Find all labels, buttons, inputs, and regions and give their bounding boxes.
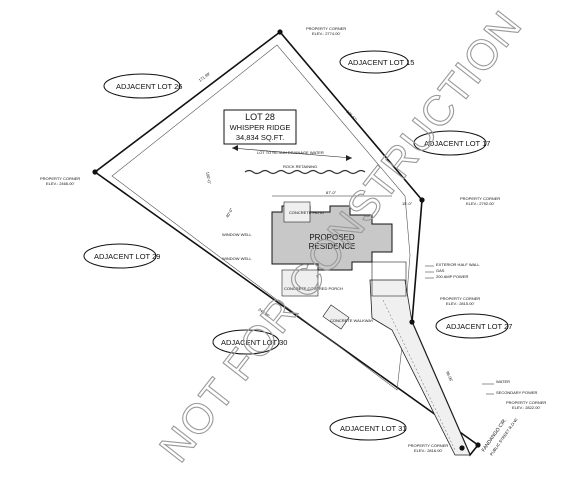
lot-area: 34,834 SQ.FT. xyxy=(236,133,284,142)
dim-ne: 138.67' xyxy=(345,109,358,122)
water-note: WATER xyxy=(496,379,510,384)
svg-text:ADJACENT LOT 29: ADJACENT LOT 29 xyxy=(94,252,160,261)
rock-retaining-line xyxy=(244,169,366,175)
svg-text:ADJACENT LOT 31: ADJACENT LOT 31 xyxy=(340,424,406,433)
corner-east-dot xyxy=(419,197,425,203)
lot-title-box xyxy=(223,109,297,145)
window-well-2: WINDOW WELL xyxy=(222,256,252,261)
porch-note: CONCRETE COVERED PORCH xyxy=(284,286,343,291)
adjacent-lot-17: ADJACENT LOT 17 xyxy=(413,130,490,156)
lot-title: LOT 28 xyxy=(245,112,275,122)
corner-west-dot xyxy=(92,169,98,175)
corner-north-elev: ELEV.: 2774.00' xyxy=(312,31,341,36)
adjacent-lot-15: ADJACENT LOT 15 xyxy=(339,50,414,74)
drainage-arrow xyxy=(231,147,353,159)
walkway-note: CONCRETE WALKWAY xyxy=(330,318,374,323)
dim-house-width: 87'-0" xyxy=(326,190,337,195)
patio-note: CONCRETE PATIO xyxy=(289,210,324,215)
svg-text:ADJACENT LOT 30: ADJACENT LOT 30 xyxy=(221,338,287,347)
corner-west-label: PROPERTY CORNER xyxy=(40,176,80,181)
corner-north-label: PROPERTY CORNER xyxy=(306,26,346,31)
dim-inner-c: 15'-0" xyxy=(402,201,413,206)
dim-inner-a: 100'-0" xyxy=(205,171,212,185)
drainage-note: LOT TO RETAIN DRAINAGE WATER xyxy=(257,150,324,155)
corner-east-elev: ELEV.: 2792.00' xyxy=(466,201,495,206)
corner-east-label: PROPERTY CORNER xyxy=(460,196,500,201)
adjacent-lot-31: ADJACENT LOT 31 xyxy=(329,415,407,441)
covered-porch xyxy=(281,269,319,297)
corner-south-dot xyxy=(459,445,465,451)
adjacent-lot-29: ADJACENT LOT 29 xyxy=(83,243,160,269)
corner-east2-label: PROPERTY CORNER xyxy=(440,296,480,301)
corner-south-label: PROPERTY CORNER xyxy=(408,443,448,448)
corner-east2-elev: ELEV.: 2815.00' xyxy=(446,301,475,306)
dim-sw: 240.35' xyxy=(257,307,271,319)
adjacent-lot-30: ADJACENT LOT 30 xyxy=(212,329,287,355)
corner-east2-dot xyxy=(409,319,415,325)
dim-nw: 171.99' xyxy=(198,71,212,83)
svg-text:ADJACENT LOT 27: ADJACENT LOT 27 xyxy=(446,322,512,331)
corner-south-elev: ELEV.: 2816.00' xyxy=(414,448,443,453)
residence-line2: RESIDENCE xyxy=(309,242,356,251)
window-well-1: WINDOW WELL xyxy=(222,232,252,237)
adjacent-lot-26: ADJACENT LOT 26 xyxy=(103,73,182,99)
svg-text:ADJACENT LOT 26: ADJACENT LOT 26 xyxy=(116,82,182,91)
corner-north-dot xyxy=(277,29,283,35)
secondary-power-note: SECONDARY POWER xyxy=(496,390,538,395)
residence-line1: PROPOSED xyxy=(309,233,355,242)
power-note: 200 AMP POWER xyxy=(436,274,468,279)
corner-se-label: PROPERTY CORNER xyxy=(506,400,546,405)
svg-text:ADJACENT LOT 15: ADJACENT LOT 15 xyxy=(348,58,414,67)
corner-se-dot xyxy=(475,442,481,448)
gas-note: GAS xyxy=(436,268,445,273)
concrete-patio xyxy=(283,201,311,223)
garage-apron xyxy=(371,261,407,297)
corner-se-elev: ELEV.: 2822.00' xyxy=(512,405,541,410)
corner-west-elev: ELEV.: 2466.00' xyxy=(46,181,75,186)
adjacent-lot-27: ADJACENT LOT 27 xyxy=(435,313,512,339)
dim-se: 96.06' xyxy=(445,370,454,382)
rock-note: ROCK RETAINING xyxy=(283,164,317,169)
lot-subdivision: WHISPER RIDGE xyxy=(230,123,291,132)
svg-text:ADJACENT LOT 17: ADJACENT LOT 17 xyxy=(424,139,490,148)
ext-wall-note: EXTERIOR HALF WALL xyxy=(436,262,480,267)
concrete-walkway xyxy=(322,304,350,330)
dim-inner-b: 40'-0" xyxy=(225,207,235,219)
